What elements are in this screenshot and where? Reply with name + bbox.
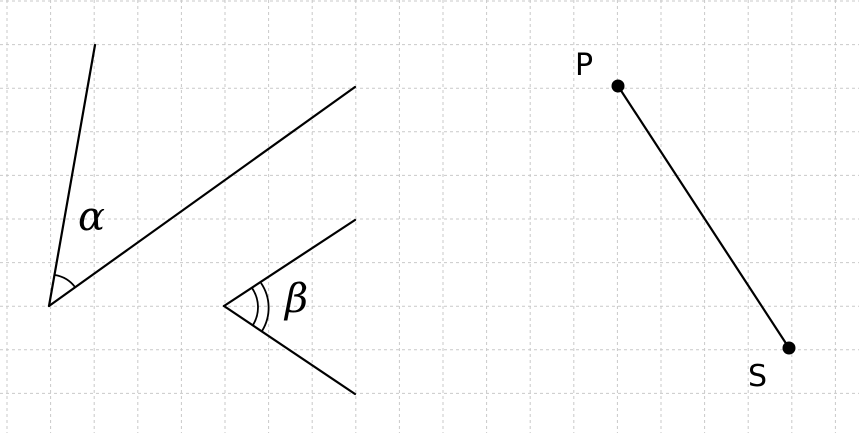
alpha-arc (54, 274, 76, 288)
segment-ps-line (616, 84, 791, 350)
angle-beta: β (222, 218, 357, 396)
beta-ray-1 (222, 218, 357, 308)
beta-arc-outer (260, 282, 270, 332)
point-s-label: S (748, 359, 767, 394)
alpha-ray-1 (47, 43, 97, 308)
beta-label: β (283, 276, 308, 322)
alpha-ray-2 (47, 85, 357, 308)
beta-ray-2 (222, 304, 357, 396)
angle-alpha: α (47, 43, 357, 308)
segment-ps: P S (575, 48, 796, 394)
point-p-label: P (575, 48, 593, 83)
beta-arc-inner (251, 287, 259, 326)
alpha-label: α (78, 194, 105, 240)
point-p (611, 79, 625, 93)
point-s (782, 341, 796, 355)
